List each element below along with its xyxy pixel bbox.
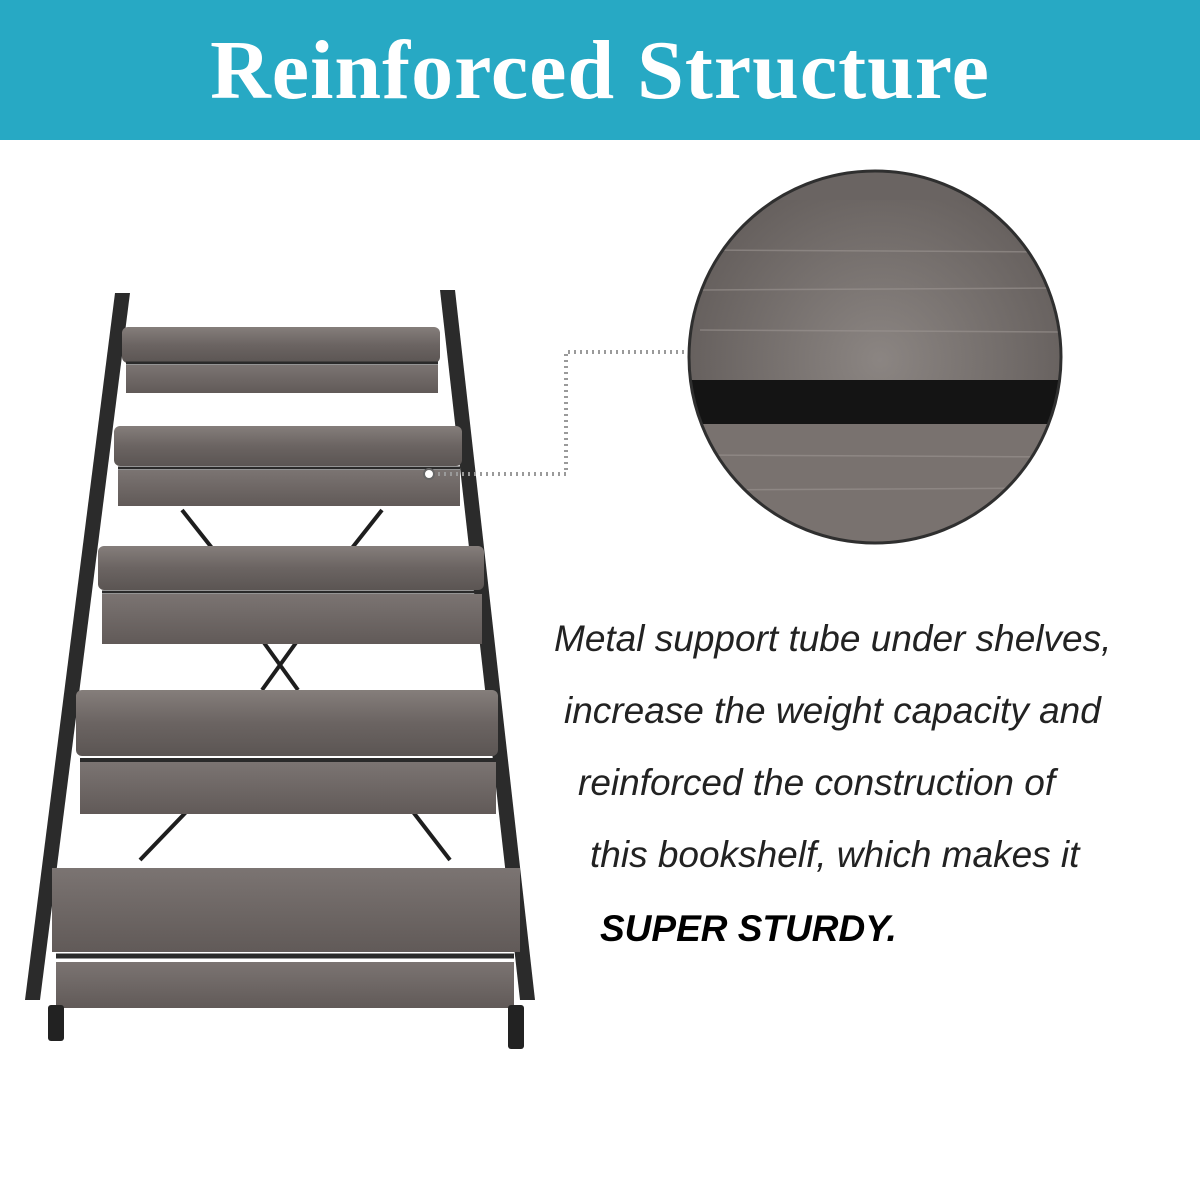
- description-line-3: reinforced the construction of: [578, 762, 1056, 803]
- left-metal-rail: [25, 293, 130, 1000]
- shelf-1: [122, 327, 440, 393]
- shelf-5: [52, 868, 520, 1008]
- description-line-1: Metal support tube under shelves,: [554, 618, 1112, 659]
- callout-point: [423, 468, 435, 480]
- cross-braces: [138, 508, 452, 862]
- title-banner: Reinforced Structure: [0, 0, 1200, 140]
- emphasis-text: SUPER STURDY.: [600, 908, 897, 949]
- callout-connector: [432, 350, 688, 476]
- zoom-detail-circle: [687, 169, 1063, 545]
- left-foot: [48, 1005, 64, 1041]
- page-title: Reinforced Structure: [210, 23, 990, 117]
- right-metal-rail: [440, 290, 535, 1000]
- description-line-4: this bookshelf, which makes it: [590, 834, 1080, 875]
- product-illustration: [25, 169, 1063, 1049]
- right-foot: [508, 1005, 524, 1049]
- shelf-2: [114, 426, 462, 506]
- shelf-4: [76, 690, 498, 814]
- description-line-2: increase the weight capacity and: [564, 690, 1101, 731]
- shelf-3: [98, 546, 484, 644]
